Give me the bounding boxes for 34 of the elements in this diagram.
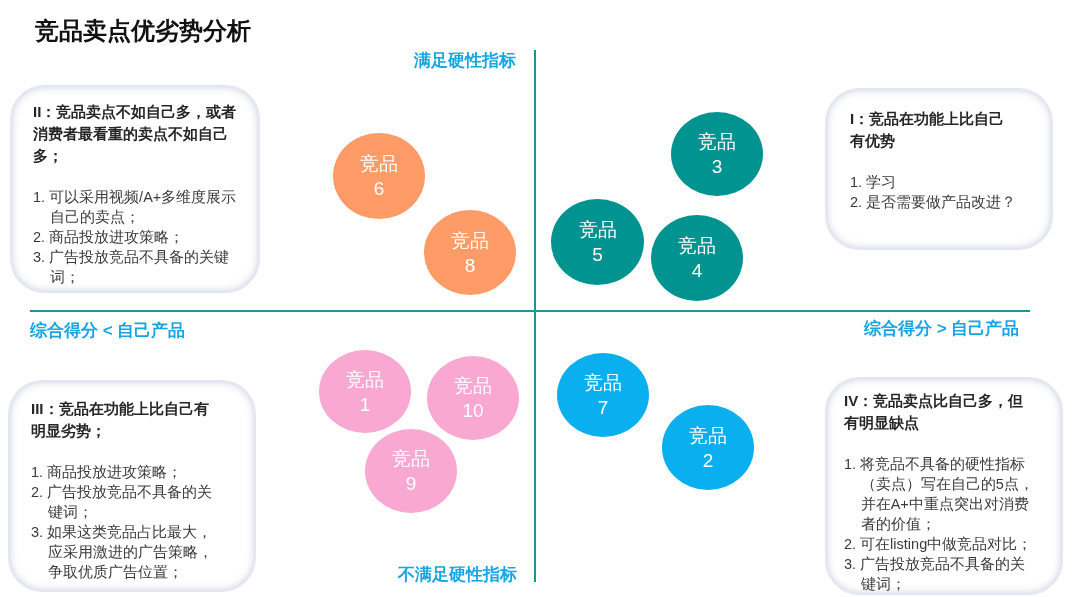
competitor-label: 竞品 5: [577, 218, 618, 267]
list-item: 1. 学习: [850, 173, 898, 192]
competitor-label: 竞品 6: [359, 152, 399, 201]
axis-label: 综合得分 < 自己产品: [30, 320, 186, 342]
competitor-label: 竞品 10: [453, 374, 493, 423]
card-heading: I：竞品在功能上比自己有优势: [850, 109, 1006, 151]
quadrant-card: [8, 380, 256, 592]
list-item: 3. 广告投放竞品不具备的关键词；: [33, 248, 231, 287]
list-item: 2. 商品投放进攻策略；: [33, 228, 186, 247]
list-item: 2. 可在listing中做竞品对比；: [844, 535, 1034, 554]
list-item: 1. 将竞品不具备的硬性指标（卖点）写在自己的5点，并在A+中重点突出对消费者的价值；: [844, 455, 1035, 534]
axis-label: 满足硬性指标: [414, 50, 516, 72]
list-item: 2. 广告投放竞品不具备的关键词；: [31, 483, 214, 522]
quadrant-card: [825, 377, 1063, 595]
list-item: 2. 是否需要做产品改进？: [850, 193, 1018, 212]
list-item: 3. 如果这类竞品占比最大，应采用激进的广告策略，争取优质广告位置；: [31, 523, 214, 582]
list-item: 1. 商品投放进攻策略；: [31, 463, 184, 482]
list-item: 1. 可以采用视频/A+多维度展示自己的卖点；: [33, 188, 237, 227]
axis-label: 不满足硬性指标: [398, 564, 517, 586]
competitor-label: 竞品 1: [345, 367, 385, 417]
quadrant-card: [10, 85, 260, 293]
competitor-label: 竞品 4: [677, 234, 717, 283]
competitor-label: 竞品 2: [688, 423, 728, 473]
card-heading: III：竞品在功能上比自己有明显劣势；: [31, 399, 210, 441]
diagram-title: 竞品卖点优劣势分析: [35, 16, 251, 46]
quadrant-card: [825, 88, 1053, 250]
competitor-label: 竞品 9: [391, 447, 431, 496]
axis-label: 综合得分 > 自己产品: [864, 318, 1020, 340]
list-item: 3. 广告投放竞品不具备的关键词；: [844, 555, 1027, 594]
competitor-label: 竞品 3: [697, 130, 737, 179]
competitor-label: 竞品 7: [583, 371, 623, 420]
card-heading: II：竞品卖点不如自己多，或者消费者最看重的卖点不如自己多；: [33, 102, 237, 166]
card-heading: IV：竞品卖点比自己多，但有明显缺点: [844, 391, 1024, 433]
competitor-label: 竞品 8: [450, 228, 490, 278]
